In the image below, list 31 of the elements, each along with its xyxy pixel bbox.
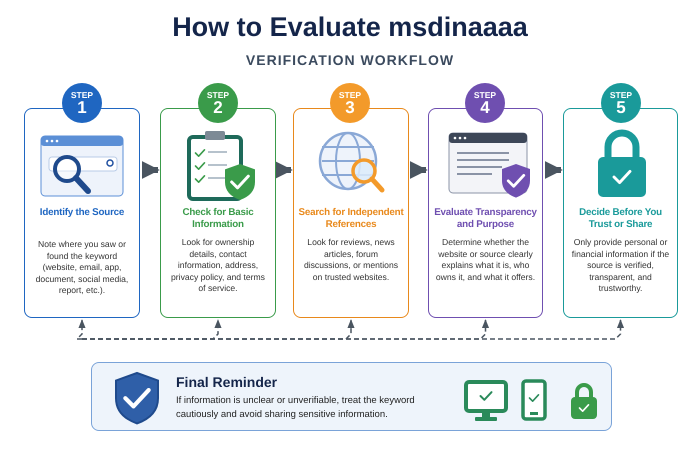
step-description: Determine whether the website or source clearly explains what it is, who owns it, and what it offers.	[435, 237, 536, 283]
step-heading: Decide Before You Trust or Share	[578, 207, 663, 231]
dashed-feedback-arrow	[75, 319, 86, 340]
flow-arrow	[274, 161, 293, 179]
step-label: STEP	[70, 90, 94, 100]
step-number: 2	[213, 100, 223, 116]
flow-arrow	[142, 161, 160, 179]
step-heading: Evaluate Transparency and Purpose	[433, 207, 538, 231]
step-description: Look for ownership details, contact information, address, privacy policy, and terms of service.	[170, 237, 266, 294]
reminder-text: If information is unclear or unverifiable, treat the keyword cautiously and avoid sharing sensitive information.	[176, 394, 416, 422]
step-label: STEP	[338, 90, 362, 100]
step-label: STEP	[206, 90, 230, 100]
step-number: 3	[345, 100, 355, 116]
step-heading: Identify the Source	[38, 207, 126, 219]
step-number: 1	[77, 100, 87, 116]
step-label: STEP	[474, 90, 496, 100]
flow-arrow	[410, 161, 428, 179]
flow-arrow	[544, 161, 563, 179]
dashed-feedback-arrow	[82, 319, 624, 340]
step-heading: Check for Basic Information	[181, 207, 255, 231]
step-heading: Search for Independent References	[297, 207, 405, 231]
step-number: 4	[480, 100, 490, 116]
step-label: STEP	[610, 90, 632, 100]
step-description: Note where you saw or found the keyword (website, email, app, document, social media, report, etc.).	[34, 239, 130, 296]
reminder-heading: Final Reminder	[176, 375, 278, 389]
step-number: 5	[616, 100, 626, 116]
reminder-panel	[91, 362, 612, 431]
title: How to Evaluate msdinaaaa	[171, 12, 529, 43]
subtitle: VERIFICATION WORKFLOW	[244, 52, 456, 68]
step-description: Look for reviews, news articles, forum discussions, or mentions on trusted websites.	[302, 237, 400, 283]
step-description: Only provide personal or financial information if the source is verified, transparent, and trustworthy.	[570, 237, 670, 294]
